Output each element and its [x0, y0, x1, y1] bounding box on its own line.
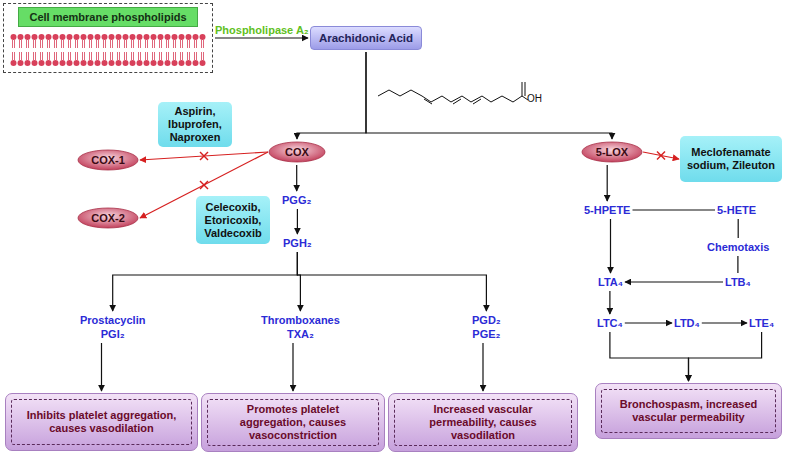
node-text: LTB₄	[725, 275, 751, 289]
enzyme-ellipse: 5-LOX	[581, 141, 643, 163]
pathway-arrow	[482, 343, 483, 391]
node-text: PGI₂	[80, 327, 145, 341]
node-text: Meclofenamate sodium, Zileuton	[683, 146, 779, 172]
node-text: COX-1	[91, 154, 125, 166]
node-text: Cell membrane phospholipids	[18, 7, 198, 27]
membrane-box: Cell membrane phospholipids	[3, 3, 213, 73]
pathway-arrow	[625, 281, 723, 282]
pathway-arrow	[625, 322, 672, 323]
node-text: LTE₄	[749, 316, 774, 330]
block-mark	[200, 181, 208, 189]
metabolite-label: LTD₄	[674, 316, 700, 330]
pathway-arrow	[101, 343, 102, 391]
pathway-arrow	[609, 291, 610, 314]
node-text: COX-2	[91, 212, 125, 224]
node-text: PGD₂	[472, 313, 501, 327]
node-text: Chemotaxis	[707, 240, 769, 254]
node-text: PGG₂	[282, 193, 311, 207]
pathway-arrow	[607, 165, 608, 201]
pathway-arrow	[297, 209, 298, 234]
node-text: 5-HETE	[717, 203, 756, 217]
pathway-arrow	[702, 322, 747, 323]
block-mark	[200, 152, 208, 160]
metabolite-label: ProstacyclinPGI₂	[80, 313, 145, 341]
node-text: Bronchospasm, increased vascular permeab…	[601, 389, 776, 433]
effect-box: Increased vascular permeability, causes …	[388, 393, 578, 452]
pathway-arrow	[366, 52, 612, 139]
ellipse-outline	[78, 150, 138, 170]
metabolite-label: Chemotaxis	[707, 240, 769, 254]
node-text: Promotes platelet aggregation, causes va…	[207, 399, 379, 446]
node-text: LTC₄	[597, 316, 623, 330]
atom-label: OH	[527, 93, 542, 104]
node-text: LTD₄	[674, 316, 700, 330]
node-text: PGE₂	[472, 327, 501, 341]
ellipse-outline	[78, 208, 138, 228]
node-text: Prostacyclin	[80, 313, 145, 327]
node-text: TXA₂	[261, 327, 340, 341]
node-text: Arachidonic Acid	[319, 32, 413, 44]
node-text: COX	[285, 146, 309, 158]
enzyme-ellipse: COX-1	[77, 149, 139, 171]
pathway-arrow	[292, 343, 293, 391]
pathway-arrow	[737, 256, 738, 273]
metabolite-label: LTB₄	[725, 275, 751, 289]
pathway-arrow	[689, 332, 762, 381]
inhibitor-box: Aspirin, Ibuprofen, Naproxen	[158, 102, 232, 147]
enzyme-ellipse: COX	[268, 141, 326, 163]
pathway-arrow	[738, 219, 739, 238]
metabolite-label: PGD₂PGE₂	[472, 313, 501, 341]
inhibition-arrow	[140, 152, 268, 160]
arachidonic-acid-structure	[378, 82, 528, 104]
enzyme-ellipse: COX-2	[77, 207, 139, 229]
pathway-arrow	[610, 219, 611, 273]
metabolite-label: 5-HPETE	[584, 203, 630, 217]
pathway-arrow	[610, 332, 689, 381]
ellipse-outline	[269, 142, 325, 162]
ellipse-outline	[582, 142, 642, 162]
pathway-arrow	[297, 252, 486, 311]
node-text: Aspirin, Ibuprofen, Naproxen	[161, 105, 229, 144]
node-text: 5-LOX	[596, 146, 628, 158]
block-mark	[200, 181, 208, 189]
effect-box: Promotes platelet aggregation, causes va…	[201, 393, 385, 452]
block-mark	[200, 152, 208, 160]
pathway-arrow	[297, 52, 366, 139]
substrate-box: Arachidonic Acid	[310, 26, 422, 50]
edge-label: Phospholipase A₂	[215, 24, 309, 36]
node-text: Celecoxib, Etoricoxib, Valdecoxib	[199, 201, 267, 240]
metabolite-label: PGH₂	[283, 236, 312, 250]
effect-box: Inhibits platelet aggregation, causes va…	[5, 393, 198, 451]
membrane-bilayer	[10, 33, 206, 67]
block-mark	[657, 152, 665, 160]
node-text: 5-HPETE	[584, 203, 630, 217]
metabolite-label: LTA₄	[598, 275, 623, 289]
effect-box: Bronchospasm, increased vascular permeab…	[595, 383, 782, 439]
metabolite-label: 5-HETE	[717, 203, 756, 217]
metabolite-label: LTE₄	[749, 316, 774, 330]
node-text: Inhibits platelet aggregation, causes va…	[11, 399, 192, 445]
metabolite-label: PGG₂	[282, 193, 311, 207]
metabolite-label: ThromboxanesTXA₂	[261, 313, 340, 341]
inhibitor-box: Meclofenamate sodium, Zileuton	[680, 136, 782, 182]
node-text: LTA₄	[598, 275, 623, 289]
node-text: Increased vascular permeability, causes …	[394, 399, 572, 446]
pathway-arrow	[633, 209, 716, 210]
metabolite-label: LTC₄	[597, 316, 623, 330]
block-mark	[657, 152, 665, 160]
pathway-arrow	[296, 165, 297, 191]
inhibitor-box: Celecoxib, Etoricoxib, Valdecoxib	[196, 196, 270, 244]
pathway-arrow	[113, 252, 298, 311]
pathway-arrow	[215, 37, 308, 38]
inhibition-arrow	[643, 152, 679, 159]
node-text: Thromboxanes	[261, 313, 340, 327]
node-text: PGH₂	[283, 236, 312, 250]
